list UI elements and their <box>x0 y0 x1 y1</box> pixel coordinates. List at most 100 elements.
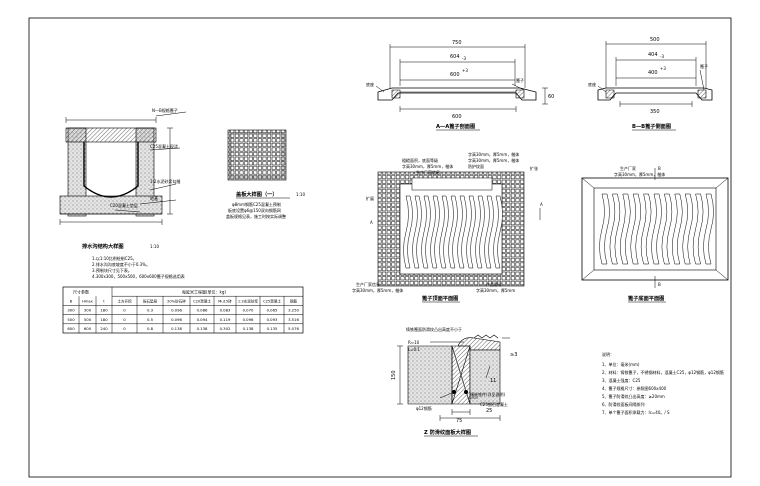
top-plan-a-right: A <box>540 202 543 207</box>
bottom-label-1: 生产厂家 <box>620 165 636 171</box>
aa-dim-60: 60 <box>548 94 554 100</box>
aa-label-grate: 篦子 <box>516 77 524 83</box>
table-cell: 0.096 <box>171 317 182 322</box>
grate-rib <box>672 193 683 265</box>
aa-dim-604-tol: -3 <box>462 56 466 61</box>
table-cell: 0.093 <box>267 317 278 322</box>
drain-label-5: 地基 <box>150 195 158 201</box>
bottom-label-2: 字高30mm，厚5mm，楷体 <box>614 171 665 177</box>
bb-dim-404: 404 <box>648 52 658 58</box>
bottom-plan-b-top: B <box>658 166 661 171</box>
table-cell: 3.250 <box>288 308 299 313</box>
table-col-header: 砾石垫层 <box>143 299 158 304</box>
z-label-3: C25细石混凝土 <box>480 401 508 407</box>
z-dim-11: 11 <box>490 378 496 384</box>
z-dim-25: 25 <box>486 408 492 414</box>
drain-section-title: 排水沟结构大样图 <box>82 242 124 250</box>
top-label-12: 扩张 <box>530 165 538 171</box>
aa-label-frame: 底座 <box>366 81 374 87</box>
table-col-header: Hmax <box>82 300 93 304</box>
top-label-7: 字高30mm，厚5mm，楷体 <box>352 287 403 293</box>
cover-note-3: 盖板规格见表，施工时按实际调整 <box>226 213 286 219</box>
aa-dim-600-bottom: 600 <box>452 114 462 120</box>
note-item-7: 7、单个篦子面积承载力：Ic=40。/ S <box>602 409 670 415</box>
grate-slot <box>439 195 449 269</box>
top-label-6: 生产厂家信息 <box>416 169 440 175</box>
drain-note-3: 3.预制块尺寸见下表。 <box>92 267 132 273</box>
table-cell: 600 <box>84 326 92 331</box>
table-outline <box>62 286 304 334</box>
table-col-header: Mu15砖 <box>218 299 232 304</box>
top-plan-a-left: A <box>370 220 373 225</box>
grate-rib <box>630 193 641 265</box>
top-label-10: 字高30mm，厚5mm <box>476 287 515 293</box>
bb-label-grate: 篦子 <box>700 63 708 69</box>
section-bb-drawing <box>597 41 713 107</box>
table-col-header: 1:3水泥砂浆 <box>238 299 259 304</box>
grate-bottom-plan-drawing <box>581 168 729 288</box>
bb-dim-500: 500 <box>650 37 660 43</box>
z-dim-150: 150 <box>391 370 397 380</box>
section-aa-title: A—A篦子剖面图 <box>436 122 475 130</box>
grate-rib <box>703 193 714 265</box>
table-col-header: 20%砂石碎 <box>167 299 186 304</box>
table-cell: 0.083 <box>220 308 231 313</box>
table-cell: 600 <box>67 326 75 331</box>
top-label-3: 字高30mm，厚5mm，楷体 <box>468 157 519 163</box>
table-cell: 240 <box>100 326 108 331</box>
table-cell: 0 <box>123 308 126 313</box>
drain-label-1: N—B规格篦子 <box>152 107 178 113</box>
top-label-2: 字高30mm，厚5mm，楷体 <box>402 163 453 169</box>
top-label-9: 产品型号 <box>486 281 502 287</box>
table-cell: 180 <box>100 308 108 313</box>
z-dim-r: R≈10 <box>408 340 420 345</box>
table-cell: 500 <box>84 317 92 322</box>
table-cell: 0.138 <box>197 326 208 331</box>
drain-section-drawing <box>59 111 187 225</box>
table-cell: 0.096 <box>243 317 254 322</box>
z-label-1: 铸铁篦面防滑纹凸出高度不小于 <box>406 326 462 332</box>
table-cell: 0 <box>123 317 126 322</box>
aa-dim-750: 750 <box>452 40 462 46</box>
table-cell: 500 <box>67 317 75 322</box>
table-cell: 0.302 <box>220 326 231 331</box>
table-cell: 0.086 <box>197 308 208 313</box>
grate-slot <box>484 195 494 269</box>
notes-block: 说明： 1、单位：毫米(mm) 2、材料：铸铁篦子，不锈钢材料，混凝土C25，φ… <box>602 351 724 415</box>
cover-detail-scale: 1:10 <box>296 192 305 197</box>
table-cell: 3.516 <box>288 317 299 322</box>
z-detail-drawing <box>397 334 510 421</box>
z-label-4: 镶嵌铁件(详见说明) <box>470 391 506 397</box>
z-label-2: φ12钢筋 <box>416 405 432 411</box>
note-item-6: 6、防滑纹面板间隔排列 <box>602 401 645 407</box>
drain-section-scale: 1:10 <box>150 244 159 249</box>
table-cell: 0.135 <box>267 326 278 331</box>
aa-dim-600: 600 <box>450 72 460 78</box>
table-cell: 300 <box>84 308 92 313</box>
grate-slot <box>403 195 413 269</box>
table-cell: 0.8 <box>147 326 154 331</box>
table-col-header: 土方开挖 <box>117 299 132 304</box>
z-dim-3: ≥3 <box>510 352 517 358</box>
drawing-frame <box>28 17 732 478</box>
table-cell: 0.3 <box>147 308 154 313</box>
grate-top-title: 篦子顶面平面图 <box>422 294 458 302</box>
grate-rib <box>640 193 652 265</box>
grate-top-plan-drawing <box>377 171 525 287</box>
section-aa-drawing <box>375 44 548 112</box>
note-item-2: 2、材料：铸铁篦子，不锈钢材料，混凝土C25，φ12钢筋，φ12钢筋 <box>602 369 724 375</box>
table-cell: 180 <box>100 317 108 322</box>
bb-dim-404-tol: -3 <box>660 54 664 59</box>
z-dim-l: L=0.1 <box>408 347 420 352</box>
note-item-3: 3、混凝土强度：C25 <box>602 377 641 383</box>
table-cell: 0 <box>123 326 126 331</box>
grate-rib <box>651 193 662 265</box>
drain-label-4: C20混凝土垫层 <box>110 202 138 208</box>
grate-rib <box>609 193 621 265</box>
grate-rib <box>692 193 704 265</box>
table-cell: 0.065 <box>267 308 278 313</box>
bb-label-frame: 底座 <box>588 81 596 87</box>
grate-slot <box>448 195 458 269</box>
drain-note-1: 1.以1:10比例绘制C25。 <box>92 255 137 261</box>
